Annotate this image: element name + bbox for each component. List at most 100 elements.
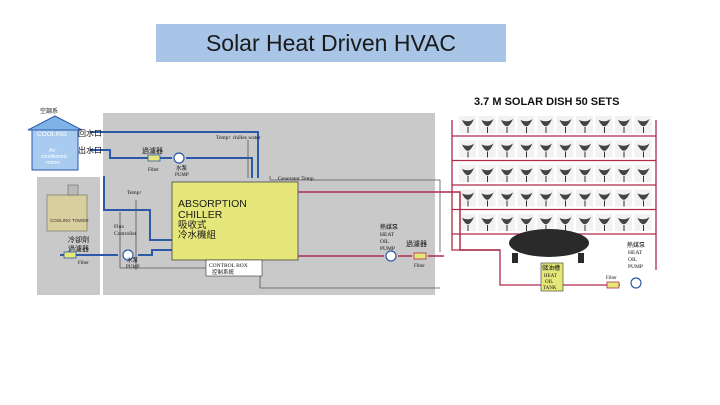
return-water-label: 回水口 (78, 128, 102, 138)
oil-tank-icon (509, 229, 589, 257)
building-roof-icon (27, 115, 83, 131)
solar-dish-icon (537, 189, 554, 207)
mid-oil-label: OIL (380, 239, 390, 245)
solar-dish-icon (595, 116, 613, 133)
solar-dish-icon (478, 140, 496, 158)
solar-dish-icon (537, 214, 554, 231)
building-icon (31, 129, 79, 171)
solar-dish-icon (615, 214, 632, 231)
solar-dish-icon (517, 116, 535, 133)
tank-tank-label: TANK (543, 286, 557, 291)
right-heat-oil-cn-label: 熱媒泵 (627, 241, 645, 249)
solar-dish-icon (517, 214, 535, 231)
cooling-filter-icon (63, 251, 77, 259)
flux-pump-cn-label: 水泵 (127, 256, 139, 264)
solar-dish-icon (498, 116, 515, 133)
solar-dish-label: 3.7 M SOLAR DISH 50 SETS (474, 96, 619, 108)
solar-dish-icon (478, 165, 496, 182)
mid-heat-label: HEAT (380, 232, 395, 238)
chiller-label-2: CHILLER (178, 209, 223, 221)
oil-tank-leg-right (578, 253, 584, 263)
solar-label-bg (463, 94, 645, 107)
cooling-filter-cn-1: 冷卻劑 (68, 235, 89, 244)
oil-tank-label-box (540, 262, 564, 292)
solar-dish-icon (556, 189, 574, 207)
solar-dish-icon (576, 116, 593, 133)
oil-tank-leg-left (512, 253, 518, 263)
solar-dish-icon (576, 140, 593, 158)
aircon-room-label-2: conditioned (41, 154, 67, 160)
cooling-tower-fan-icon (67, 184, 79, 196)
slide-title: Solar Heat Driven HVAC (205, 29, 457, 56)
solar-dish-icon (595, 189, 613, 207)
cooling-tower-icon (46, 194, 88, 232)
solar-dish-icon (478, 116, 496, 133)
solar-dish-icon (517, 165, 535, 182)
flux-pump-label: PUMP (126, 265, 140, 270)
solar-dish-icon (634, 140, 652, 158)
solar-dish-icon (459, 189, 476, 207)
solar-dish-icon (537, 116, 554, 133)
control-box-cn-label: 控制系統 (212, 268, 235, 276)
flux-label-2: Controller (114, 231, 137, 237)
mid-filter-label: Filter (414, 264, 425, 269)
solar-dish-icon (576, 165, 593, 182)
aircon-cooling-label: COOLING (37, 131, 67, 138)
mid-filter-icon (413, 252, 427, 260)
tank-cn-label: 儲油槽 (542, 264, 560, 272)
solar-dish-icon (498, 214, 515, 231)
tank-heat-label: HEAT (544, 274, 557, 279)
top-filter-label: Filter (148, 168, 159, 173)
cooling-filter-label: Filter (78, 261, 89, 266)
aircon-room-label-1: Air- (49, 148, 57, 154)
right-pump-label: PUMP (628, 264, 643, 270)
cooling-tower-label-1: COOLING (50, 218, 71, 223)
solar-dish-icon (615, 165, 632, 182)
mid-heat-oil-pump-icon (385, 250, 397, 262)
solar-dish-icon (459, 165, 476, 182)
chiller-label-3: 吸收式 (178, 219, 207, 231)
solar-dish-icon (498, 165, 515, 182)
right-filter-label: Filter (606, 276, 617, 281)
aircon-room-label-3: rooms (46, 160, 60, 166)
top-pump-label: PUMP (175, 173, 189, 178)
top-pump-cn-label: 水泵 (176, 164, 188, 172)
chilled-water-temp-label: Temp↑ chilles water (216, 135, 261, 141)
temp-label: Temp↑ (127, 190, 142, 196)
solar-dish-icon (556, 165, 574, 182)
solar-dish-icon (615, 189, 632, 207)
cooling-filter-cn-2: 過濾器 (68, 244, 89, 253)
flux-pump-icon (122, 249, 134, 261)
solar-dish-icon (498, 189, 515, 207)
solar-dish-field (452, 116, 656, 235)
mid-heat-oil-cn-label: 熱媒泵 (380, 223, 398, 231)
solar-dish-icon (478, 189, 496, 207)
solar-dish-icon (595, 214, 613, 231)
top-pump-icon (173, 152, 185, 164)
absorption-chiller (171, 181, 299, 261)
tank-oil-label: OIL (545, 280, 553, 285)
right-filter-icon (606, 281, 620, 289)
top-filter-cn-label: 過濾器 (142, 146, 163, 155)
solar-dish-icon (595, 165, 613, 182)
solar-dish-icon (615, 116, 632, 133)
solar-dish-icon (576, 214, 593, 231)
mid-filter-cn-label: 過濾器 (406, 239, 427, 248)
chiller-label-4: 冷水機組 (178, 229, 217, 241)
chiller-label-1: ABSORPTION (178, 198, 247, 210)
solar-dish-icon (556, 116, 574, 133)
solar-dish-icon (556, 214, 574, 231)
solar-dish-icon (634, 116, 652, 133)
solar-dish-icon (634, 189, 652, 207)
solar-dish-icon (498, 140, 515, 158)
solar-dish-icon (459, 140, 476, 158)
right-heat-oil-pump-icon (630, 277, 642, 289)
solar-dish-icon (537, 140, 554, 158)
solar-dish-icon (459, 214, 476, 231)
right-oil-label: OIL (628, 257, 638, 263)
solar-dish-icon (576, 189, 593, 207)
solar-dish-icon (634, 214, 652, 231)
slide-title-box: Solar Heat Driven HVAC (156, 24, 506, 62)
top-filter-icon (147, 154, 161, 162)
